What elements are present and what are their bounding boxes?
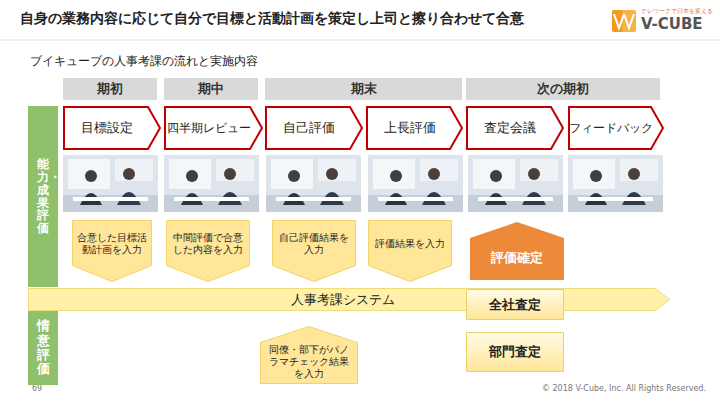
step-arrow: 上長評価: [366, 106, 463, 150]
node-text: 自己評価: [283, 120, 335, 136]
review-box: 全社査定: [466, 289, 564, 320]
node-shape: [467, 333, 564, 372]
node-text: 情意評価: [37, 319, 50, 376]
step-arrow: 目標設定: [63, 106, 161, 150]
node-text: 合意した目標活動計画を入力: [77, 232, 147, 256]
photo: [63, 155, 158, 212]
input-callout: 中間評価で合意した内容を入力: [166, 220, 250, 282]
node-shape: [470, 222, 564, 280]
node-shape: [28, 311, 58, 385]
node-shape: [165, 107, 262, 149]
input-callout: 自己評価結果を入力: [272, 220, 356, 282]
node-text: 上長評価: [384, 120, 436, 136]
step-arrow: 自己評価: [265, 106, 363, 150]
node-text: 能力・成果評価: [37, 158, 49, 235]
node-shape: [164, 78, 258, 100]
phase-header: 期末: [265, 78, 462, 100]
review-box: 部門査定: [466, 332, 564, 372]
logo-text: V-CUBE: [641, 16, 703, 33]
node-text: 部門査定: [489, 344, 541, 360]
node-text: 期中: [198, 81, 224, 97]
node-text: 評価確定: [491, 250, 543, 266]
node-text: フィードバック: [569, 121, 653, 135]
photo: [468, 155, 563, 212]
slide-title: 自身の業務内容に応じて自分で目標と活動計画を策定し上司と擦り合わせて合意: [20, 10, 524, 28]
subtitle: ブイキューブの人事考課の流れと実施内容: [30, 55, 258, 68]
node-shape: [569, 107, 663, 149]
phase-header: 次の期初: [466, 78, 660, 100]
node-text: 人事考課システム: [291, 292, 395, 308]
node-shape: [29, 289, 670, 311]
photo: [266, 155, 361, 212]
node-shape: [467, 290, 564, 320]
logo-mark: [612, 10, 636, 32]
evaluation-band: 情意評価: [28, 311, 58, 385]
node-shape: [266, 107, 362, 149]
node-shape: [261, 327, 358, 384]
step-arrow: 査定会議: [466, 106, 564, 150]
node-text: 中間評価で合意した内容を入力: [171, 232, 245, 256]
photo: [568, 155, 663, 212]
node-shape: [367, 107, 462, 149]
photo: [368, 155, 463, 212]
node-text: 次の期初: [537, 81, 589, 97]
result-arrow: 評価確定: [470, 222, 564, 280]
logo-tagline: テレワークで日本を変える: [641, 8, 713, 15]
step-arrow: 四半期レビュー: [164, 106, 263, 150]
node-text: 自己評価結果を入力: [277, 232, 351, 256]
node-text: 同僚・部下がパノラマチェック結果を入力: [265, 344, 353, 380]
node-shape: [167, 221, 250, 282]
node-text: 評価結果を入力: [375, 238, 445, 250]
input-callout: 評価結果を入力: [368, 220, 452, 282]
input-callout: 合意した目標活動計画を入力: [72, 220, 152, 282]
phase-header: 期初: [63, 78, 157, 100]
node-outline: [368, 220, 452, 282]
node-shape: [73, 221, 152, 282]
node-text: 目標設定: [81, 120, 133, 136]
node-shape: [273, 221, 356, 282]
node-text: 期末: [351, 81, 377, 97]
node-shape: [63, 78, 157, 100]
system-band: 人事考課システム: [28, 288, 670, 311]
node-shape: [369, 221, 452, 282]
node-shape: [265, 78, 462, 100]
page-number: 69: [32, 385, 42, 394]
photo: [164, 155, 259, 212]
evaluation-band: 能力・成果評価: [28, 106, 58, 287]
header-rule: [0, 40, 720, 41]
node-shape: [64, 107, 160, 149]
copyright: © 2018 V-Cube, Inc. All Rights Reserved.: [542, 385, 706, 394]
input-callout: 同僚・部下がパノラマチェック結果を入力: [260, 326, 358, 384]
node-shape: [466, 78, 660, 100]
node-text: 全社査定: [489, 297, 541, 313]
node-text: 査定会議: [484, 120, 536, 136]
node-shape: [28, 106, 58, 287]
phase-header: 期中: [164, 78, 258, 100]
step-arrow: フィードバック: [568, 106, 664, 150]
node-text: 期初: [97, 81, 123, 97]
node-shape: [467, 107, 563, 149]
node-text: 四半期レビュー: [167, 121, 251, 135]
